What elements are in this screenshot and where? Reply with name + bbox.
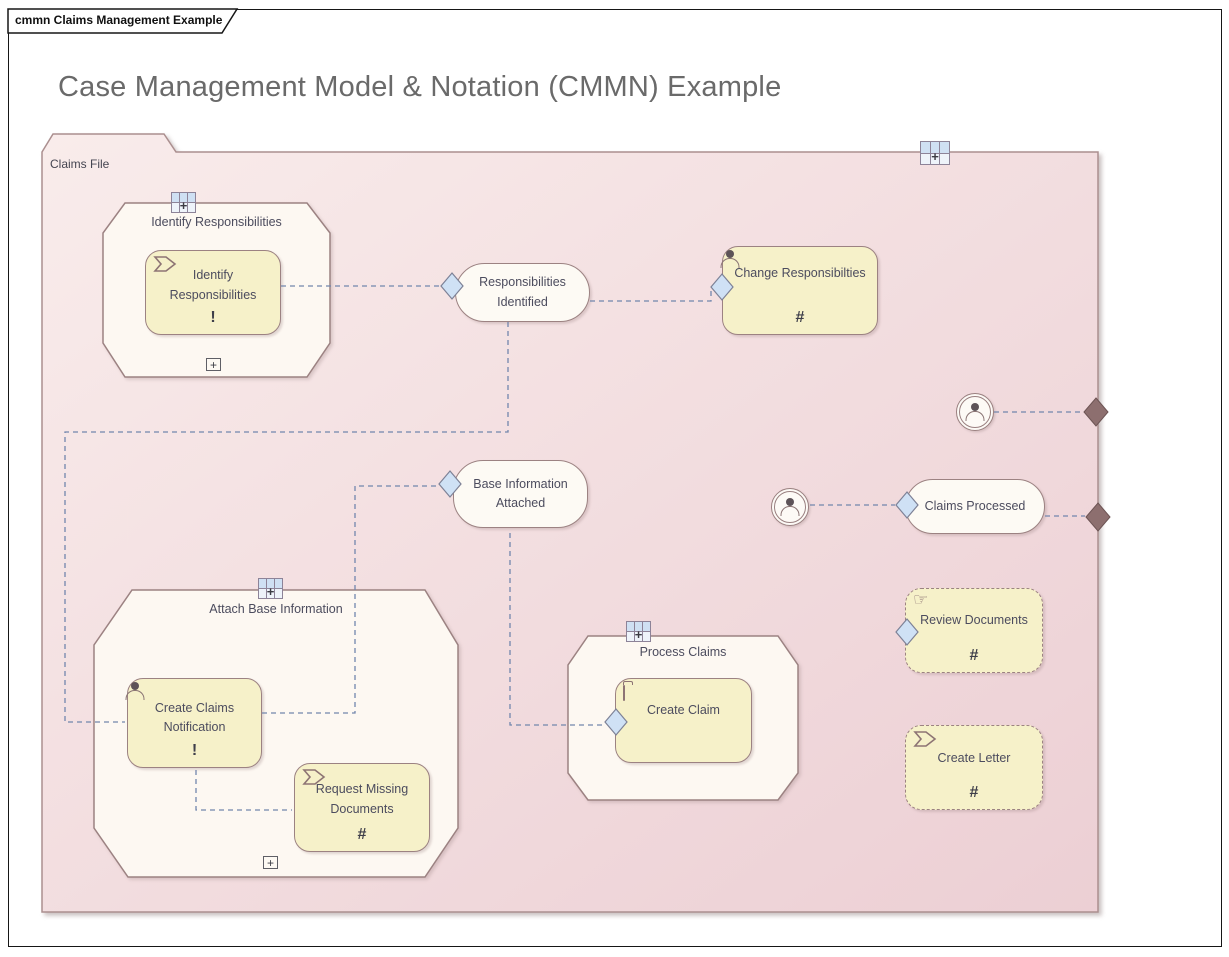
milestone-label: Identified <box>497 294 548 309</box>
task-create-letter[interactable]: Create Letter # <box>905 725 1043 810</box>
planning-table-cell <box>921 153 930 164</box>
milestone-label: Claims Processed <box>924 498 1026 513</box>
person-icon <box>780 498 800 516</box>
task-identify-responsibilities[interactable]: Identify Responsibilities ! <box>145 250 281 335</box>
planning-table-cell <box>275 579 282 588</box>
planning-table-cell <box>267 579 274 588</box>
planning-table-icon[interactable] <box>920 141 950 165</box>
task-label: Documents <box>330 801 394 816</box>
planning-table-icon[interactable] <box>626 621 651 642</box>
case-file-label: Claims File <box>50 157 110 171</box>
task-label: Create Claims <box>154 700 235 715</box>
stage-label-identify-responsibilities: Identify Responsibilities <box>151 215 282 229</box>
planning-table-cell <box>259 579 266 588</box>
planning-table-cell <box>930 153 940 164</box>
planning-table-cell <box>635 622 642 631</box>
process-chevron-icon <box>913 731 937 753</box>
planning-table-cell <box>635 632 642 641</box>
task-request-missing-documents[interactable]: Request Missing Documents # <box>294 763 430 852</box>
manual-hand-icon: ☞ <box>913 590 929 609</box>
planning-table-cell <box>643 622 650 631</box>
stage-label-attach-base-information: Attach Base Information <box>209 602 343 616</box>
process-chevron-icon <box>153 256 177 278</box>
planning-table-cell <box>940 153 949 164</box>
planning-table-cell <box>930 142 940 153</box>
planning-table-cell <box>627 632 634 641</box>
planning-table-cell <box>172 203 179 212</box>
planning-table-cell <box>188 203 195 212</box>
listener-inner-circle <box>774 491 806 523</box>
expand-icon[interactable]: + <box>263 856 278 869</box>
planning-table-icon[interactable] <box>258 578 283 599</box>
expand-icon[interactable]: + <box>206 358 221 371</box>
user-event-listener-icon[interactable] <box>956 393 994 431</box>
user-event-listener-icon[interactable] <box>771 488 809 526</box>
planning-table-cell <box>259 589 266 598</box>
planning-table-cell <box>627 622 634 631</box>
repetition-marker: # <box>969 647 979 665</box>
repetition-marker: # <box>969 784 979 802</box>
task-change-responsibilities[interactable]: Change Responsibilties # <box>722 246 878 335</box>
planning-table-cell <box>921 142 930 153</box>
planning-table-cell <box>940 142 949 153</box>
page-title: Case Management Model & Notation (CMMN) … <box>58 71 782 103</box>
task-label: Create Claim <box>647 702 720 717</box>
planning-table-cell <box>275 589 282 598</box>
planning-table-cell <box>267 589 274 598</box>
task-review-documents[interactable]: ☞ Review Documents # <box>905 588 1043 673</box>
case-folder-icon <box>623 684 625 703</box>
milestone-base-information-attached[interactable]: Base Information Attached <box>453 460 588 528</box>
repetition-marker: # <box>795 309 805 327</box>
milestone-label: Base Information <box>473 476 568 491</box>
task-label: Create Letter <box>937 750 1011 765</box>
milestone-responsibilities-identified[interactable]: Responsibilities Identified <box>455 263 590 322</box>
planning-table-cell <box>180 203 187 212</box>
planning-table-cell <box>643 632 650 641</box>
frame-tab-label: cmmn Claims Management Example <box>15 13 223 27</box>
required-marker: ! <box>191 742 198 760</box>
milestone-claims-processed[interactable]: Claims Processed <box>905 479 1045 534</box>
planning-table-cell <box>188 193 195 202</box>
task-create-claims-notification[interactable]: Create Claims Notification ! <box>127 678 262 768</box>
task-label: Change Responsibilties <box>734 265 866 280</box>
task-label: Review Documents <box>920 612 1028 627</box>
stage-label-process-claims: Process Claims <box>639 645 727 659</box>
diagram-frame <box>8 9 1222 947</box>
repetition-marker: # <box>357 826 367 844</box>
task-label: Request Missing <box>315 782 409 797</box>
listener-inner-circle <box>959 396 991 428</box>
task-label: Notification <box>163 720 226 734</box>
process-chevron-icon <box>302 769 326 791</box>
milestone-label: Responsibilities <box>479 275 566 290</box>
milestone-label: Attached <box>495 496 546 510</box>
task-create-claim[interactable]: Create Claim <box>615 678 752 763</box>
planning-table-cell <box>172 193 179 202</box>
task-label: Responsibilities <box>169 287 257 302</box>
task-label: Identify <box>192 268 234 283</box>
planning-table-icon[interactable] <box>171 192 196 213</box>
person-icon <box>965 403 985 421</box>
planning-table-cell <box>180 193 187 202</box>
required-marker: ! <box>210 309 216 327</box>
